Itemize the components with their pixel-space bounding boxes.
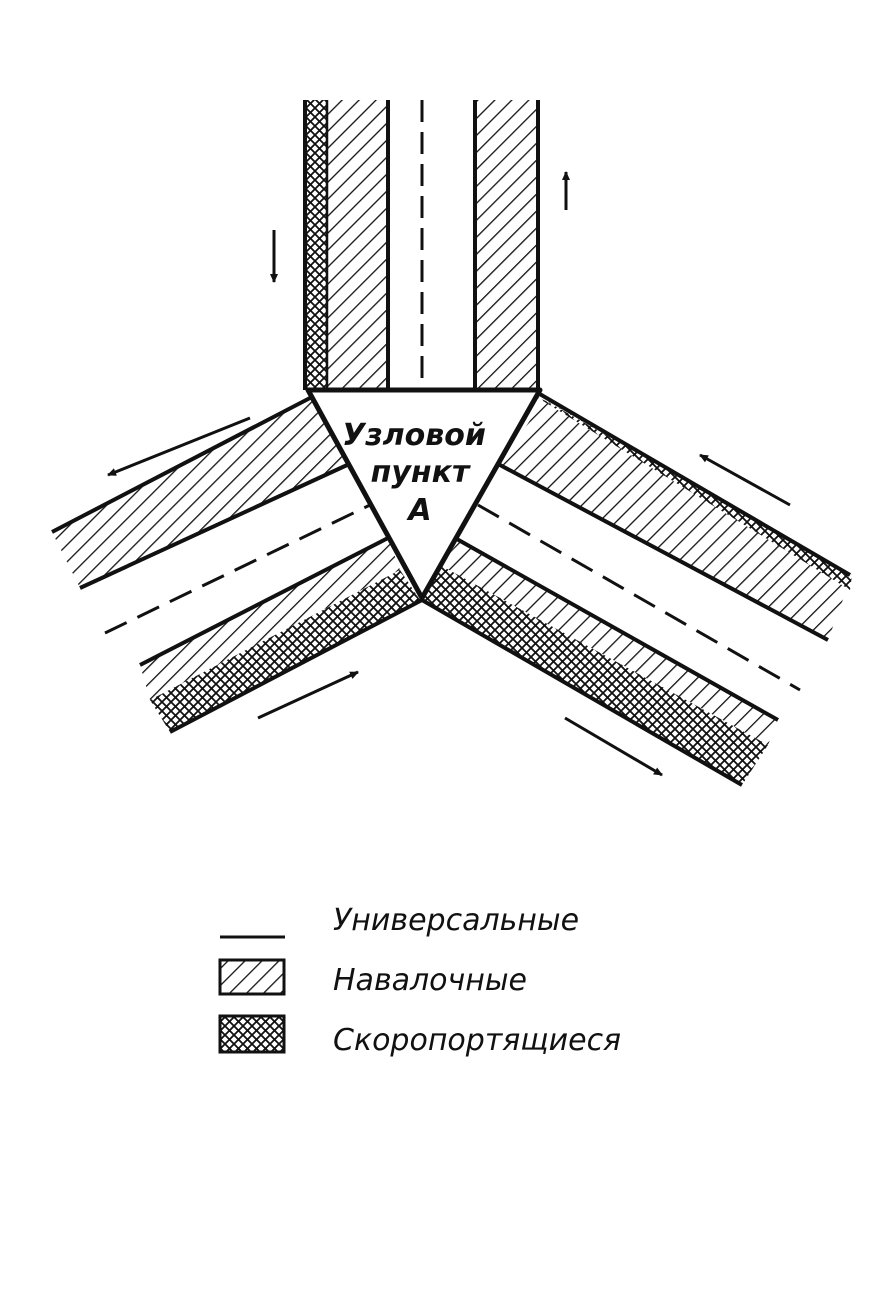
legend-label-universal: Универсальные [333,903,579,938]
legend-label-perishable: Скоропортящиеся [333,1023,621,1058]
legend-label-bulk: Навалочные [333,963,527,998]
node-triangle [305,387,543,601]
east-edge-inner [499,463,829,642]
southwest-perishable-lane [150,570,420,732]
road-southeast [420,536,779,787]
southwest-edge-top [139,536,389,667]
legend-swatch-crosshatch [218,1014,286,1054]
southeast-edge-bottom [420,598,744,787]
legend-swatch-hatch [218,958,286,996]
north-bulk-lane-right [475,100,538,390]
road-southwest [139,536,423,734]
southeast-edge-top [454,536,779,722]
arrow-west-out [107,416,251,477]
road-east [477,391,852,692]
arrow-southwest-in [257,670,359,720]
southwest-bulk-lane [140,538,400,700]
east-centerline [477,503,801,692]
node-label-line1: Узловой [342,418,486,453]
node-label-line2: пункт [371,455,471,490]
west-bulk-lane [52,398,358,588]
north-bulk-lane-left [327,100,388,390]
legend-item-bulk: Навалочные [218,958,527,998]
east-edge-top [536,391,852,577]
direction-arrows [107,171,791,777]
southeast-bulk-lane [440,540,778,745]
node-label-line3: А [406,493,431,528]
north-perishable-lane [305,100,327,390]
arrow-southeast-out [564,716,663,777]
west-edge-inner [79,458,359,590]
southeast-perishable-lane [422,565,768,785]
west-edge-top [51,396,311,534]
southwest-edge-bottom [169,598,423,734]
road-west [51,396,371,635]
road-north [303,100,540,390]
arrow-east-in [699,453,791,507]
legend-item-universal: Универсальные [220,903,579,939]
legend-item-perishable: Скоропортящиеся [218,1014,621,1058]
legend: Универсальные Навалочные Скоропортящиеся [218,903,621,1058]
east-bulk-lane [500,398,852,640]
west-centerline [104,503,371,635]
east-perishable-lane [535,396,852,590]
